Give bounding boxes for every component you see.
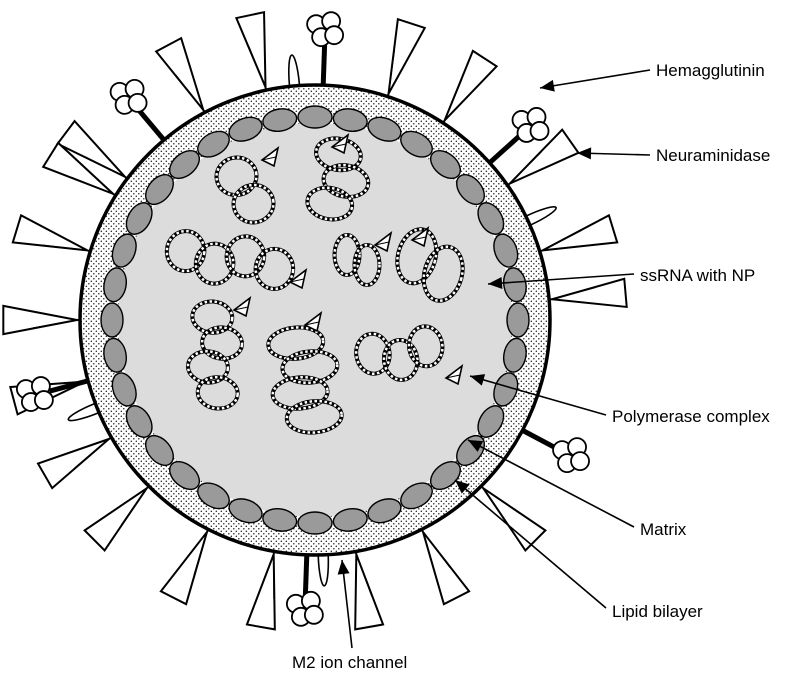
hemagglutinin-arrow-head-icon xyxy=(540,80,555,92)
hemagglutinin-spike xyxy=(355,554,383,629)
hemagglutinin-spike xyxy=(423,532,469,604)
hemagglutinin-spike xyxy=(161,532,207,604)
label-ssrna-with-np: ssRNA with NP xyxy=(640,267,755,284)
neuraminidase-head-icon xyxy=(325,26,343,44)
label-polymerase-complex: Polymerase complex xyxy=(612,408,770,425)
matrix-protein xyxy=(298,106,332,128)
hemagglutinin-spike xyxy=(552,279,627,307)
hemagglutinin-spike xyxy=(445,51,497,121)
label-m2-ion-channel: M2 ion channel xyxy=(292,654,407,671)
hemagglutinin-spike xyxy=(156,38,203,110)
neuraminidase-head-icon xyxy=(129,94,147,112)
neuraminidase-head-icon xyxy=(531,122,549,140)
label-matrix: Matrix xyxy=(640,521,686,538)
matrix-protein xyxy=(507,303,529,337)
hemagglutinin-spike xyxy=(483,488,545,550)
hemagglutinin-spike xyxy=(247,554,275,629)
lipid-arrow xyxy=(455,480,606,608)
label-lipid-bilayer: Lipid bilayer xyxy=(612,603,703,620)
neuraminidase-head-icon xyxy=(571,452,589,470)
hemagglutinin-spike xyxy=(13,215,88,250)
label-hemagglutinin: Hemagglutinin xyxy=(656,62,765,79)
matrix-protein xyxy=(101,303,123,337)
neuraminidase-arrow-head-icon xyxy=(577,147,591,159)
neuraminidase-head-icon xyxy=(305,606,323,624)
hemagglutinin-spike xyxy=(38,439,109,488)
label-neuraminidase: Neuraminidase xyxy=(656,147,770,164)
neuraminidase-head-icon xyxy=(35,391,53,409)
hemagglutinin-spike xyxy=(3,306,77,334)
matrix-protein xyxy=(298,512,332,534)
hemagglutinin-spike xyxy=(85,488,147,550)
hemagglutinin-arrow xyxy=(540,70,650,88)
matrix-arrow xyxy=(468,440,634,527)
m2-arrow-head-icon xyxy=(338,560,350,575)
